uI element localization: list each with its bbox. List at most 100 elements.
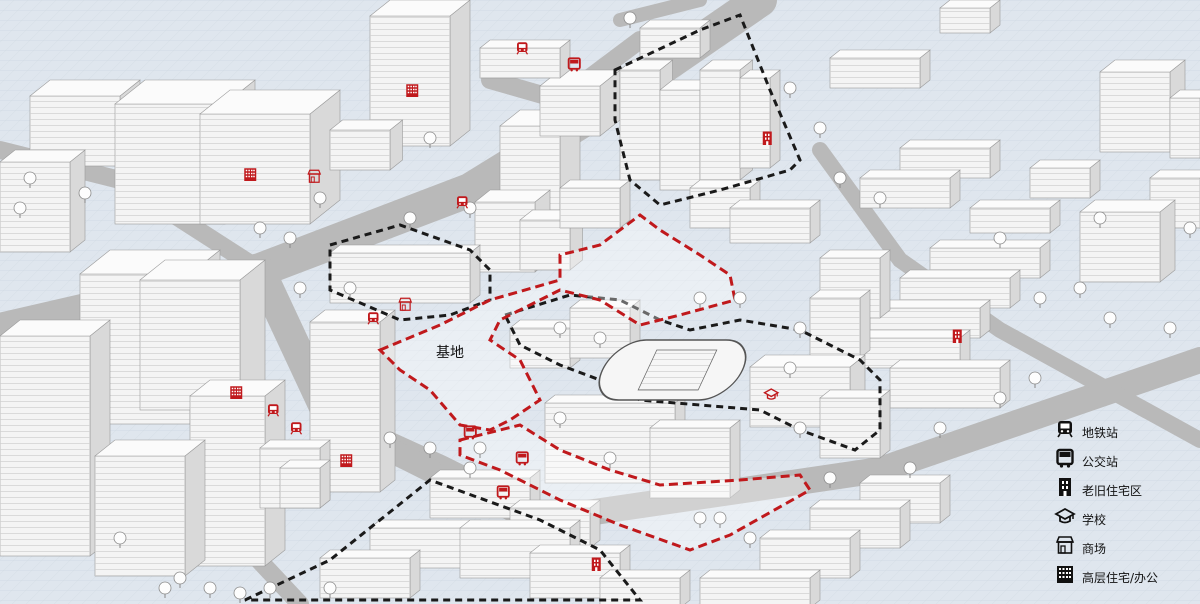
bus-icon bbox=[1054, 448, 1076, 473]
tree bbox=[783, 81, 797, 98]
highrise-icon bbox=[406, 84, 419, 97]
legend-label: 地铁站 bbox=[1082, 426, 1119, 440]
legend-label: 商场 bbox=[1082, 542, 1107, 556]
poi-markers bbox=[230, 42, 962, 571]
tree bbox=[423, 131, 437, 148]
sports-field bbox=[598, 339, 747, 401]
building bbox=[699, 569, 821, 604]
metro-icon bbox=[1054, 421, 1076, 444]
tree bbox=[813, 121, 827, 138]
metro-icon bbox=[367, 312, 379, 325]
building bbox=[1079, 199, 1176, 283]
tree bbox=[1093, 211, 1107, 228]
legend-item: 老旧住宅区 bbox=[1054, 476, 1194, 505]
old-residential-icon bbox=[591, 557, 601, 571]
tree bbox=[473, 441, 487, 458]
tree bbox=[233, 586, 247, 603]
school-icon bbox=[1054, 507, 1076, 531]
tree bbox=[783, 361, 797, 378]
highrise-icon bbox=[230, 386, 243, 399]
site-label: 基地 bbox=[436, 345, 464, 361]
building bbox=[1029, 159, 1101, 199]
tree bbox=[593, 331, 607, 348]
legend-item: 学校 bbox=[1054, 505, 1194, 534]
tree bbox=[158, 581, 172, 598]
building bbox=[279, 459, 331, 509]
tree bbox=[1183, 221, 1197, 238]
legend-item: 地铁站 bbox=[1054, 418, 1194, 447]
tree bbox=[293, 281, 307, 298]
metro-icon bbox=[516, 42, 528, 55]
tree bbox=[833, 171, 847, 188]
old-residential-icon bbox=[952, 329, 962, 343]
building bbox=[329, 244, 481, 304]
building bbox=[819, 389, 891, 459]
tree bbox=[713, 511, 727, 528]
building bbox=[329, 119, 404, 171]
tree bbox=[743, 531, 757, 548]
building bbox=[859, 169, 961, 209]
tree bbox=[623, 11, 637, 28]
tree bbox=[903, 461, 917, 478]
legend-item: 公交站 bbox=[1054, 447, 1194, 476]
legend: 地铁站公交站老旧住宅区学校商场高层住宅/办公 bbox=[1054, 418, 1194, 592]
old-residential-icon bbox=[1054, 478, 1076, 502]
building bbox=[319, 549, 421, 599]
building bbox=[969, 199, 1061, 234]
school-icon bbox=[763, 388, 780, 400]
legend-item: 高层住宅/办公 bbox=[1054, 563, 1194, 592]
building bbox=[0, 319, 111, 557]
legend-label: 老旧住宅区 bbox=[1082, 484, 1143, 498]
highrise-icon bbox=[244, 168, 257, 181]
building bbox=[94, 439, 206, 577]
building bbox=[519, 209, 584, 271]
building bbox=[899, 269, 1021, 309]
tree bbox=[993, 391, 1007, 408]
tree bbox=[203, 581, 217, 598]
tree bbox=[283, 231, 297, 248]
building bbox=[809, 289, 871, 359]
tree bbox=[553, 411, 567, 428]
tree bbox=[793, 321, 807, 338]
building bbox=[939, 0, 1001, 34]
tree bbox=[313, 191, 327, 208]
tree bbox=[1033, 291, 1047, 308]
legend-label: 学校 bbox=[1082, 513, 1107, 527]
bus-icon bbox=[515, 451, 529, 466]
tree bbox=[1073, 281, 1087, 298]
mall-icon bbox=[398, 297, 413, 311]
tree bbox=[793, 421, 807, 438]
tree bbox=[383, 431, 397, 448]
tree bbox=[173, 571, 187, 588]
tree bbox=[733, 291, 747, 308]
highrise-icon bbox=[340, 454, 353, 467]
building bbox=[1169, 89, 1200, 159]
tree bbox=[423, 441, 437, 458]
building bbox=[559, 179, 631, 229]
building bbox=[509, 319, 581, 369]
tree bbox=[603, 451, 617, 468]
tree bbox=[693, 291, 707, 308]
tree bbox=[693, 511, 707, 528]
tree bbox=[263, 581, 277, 598]
mall-icon bbox=[1054, 536, 1076, 560]
tree bbox=[253, 221, 267, 238]
building bbox=[829, 49, 931, 89]
building bbox=[889, 359, 1011, 409]
tree bbox=[823, 471, 837, 488]
legend-label: 公交站 bbox=[1082, 455, 1119, 469]
mall-icon bbox=[307, 169, 322, 183]
tree bbox=[113, 531, 127, 548]
building bbox=[729, 199, 821, 244]
metro-icon bbox=[267, 404, 279, 417]
tree bbox=[553, 321, 567, 338]
bus-icon bbox=[567, 57, 581, 72]
building bbox=[739, 69, 781, 169]
tree bbox=[1163, 321, 1177, 338]
building bbox=[479, 39, 571, 79]
tree bbox=[323, 581, 337, 598]
bus-icon bbox=[496, 485, 510, 500]
tree bbox=[463, 461, 477, 478]
